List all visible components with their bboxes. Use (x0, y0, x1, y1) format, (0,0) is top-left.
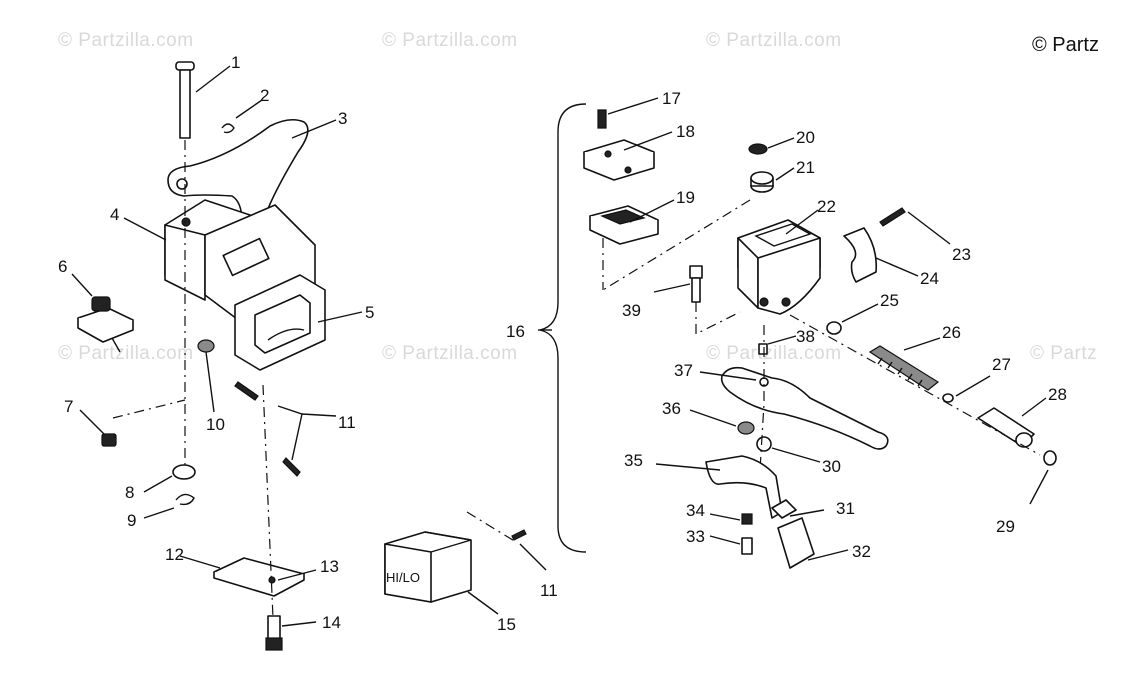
callout: 28 (1048, 385, 1067, 404)
watermark: © Partzilla.com (58, 343, 194, 364)
callout: 7 (64, 397, 73, 416)
callout: 38 (796, 327, 815, 346)
part-35-bracket (705, 455, 783, 519)
part-7-nut (101, 433, 117, 447)
callout: 11 (338, 413, 356, 432)
callout: 22 (817, 197, 836, 216)
part-31-switch (771, 499, 797, 519)
part-22-master-cylinder (737, 219, 821, 315)
callout: 37 (674, 361, 693, 380)
callout: 3 (338, 109, 347, 128)
copyright-text: © Partz (1032, 34, 1099, 56)
callout: 30 (822, 457, 841, 476)
part-27-washer (942, 393, 954, 403)
part-20-seal (748, 143, 768, 155)
part-30-nut (756, 436, 772, 452)
callout: 36 (662, 399, 681, 418)
part-15-switch: HI/LO (384, 531, 472, 603)
callout: 8 (125, 483, 134, 502)
part-8-washer (172, 464, 196, 480)
part-2-clip (221, 123, 235, 134)
callout: 32 (852, 542, 871, 561)
watermark: © Partz (1030, 343, 1098, 364)
part-23-screw (879, 207, 906, 227)
part-18-cap (583, 139, 655, 181)
assembly-brace (539, 103, 587, 553)
part-32-tag (777, 517, 815, 569)
callout: 27 (992, 355, 1011, 374)
callout: 39 (622, 301, 641, 320)
callout: 9 (127, 511, 136, 530)
part-19-diaphragm (589, 205, 659, 245)
part-5-boot (234, 274, 326, 371)
part-21-bushing (750, 171, 774, 193)
watermark: © Partzilla.com (382, 343, 518, 364)
part-24-clamp (843, 227, 878, 283)
switch-label: HI/LO (386, 570, 420, 585)
callout: 14 (322, 613, 341, 632)
part-1-pin (175, 61, 195, 139)
part-39-bolt (689, 265, 703, 303)
callout: 13 (320, 557, 339, 576)
part-33-screw (741, 537, 753, 555)
part-14-bolt (265, 615, 283, 651)
part-6-button (77, 296, 134, 353)
watermark: © Partzilla.com (58, 30, 194, 51)
callout: 23 (952, 245, 971, 264)
callout: 19 (676, 188, 695, 207)
callout: 10 (206, 415, 225, 434)
callout: 25 (880, 291, 899, 310)
callout: 26 (942, 323, 961, 342)
part-17-screw (597, 109, 607, 129)
callout: 16 (506, 322, 525, 341)
callout: 17 (662, 89, 681, 108)
part-26-boot (868, 345, 940, 391)
callout: 18 (676, 122, 695, 141)
watermark: © Partzilla.com (706, 30, 842, 51)
watermark: © Partzilla.com (706, 343, 842, 364)
part-25-washer (826, 321, 842, 335)
part-12-13-plate (213, 557, 305, 597)
callout: 29 (996, 517, 1015, 536)
part-3-lever (167, 118, 309, 232)
part-34-nut (741, 513, 753, 525)
part-10-grommet (197, 339, 215, 353)
callout: 12 (165, 545, 184, 564)
callout: 21 (796, 158, 815, 177)
part-36-spacer (737, 421, 755, 435)
part-9-eclip (175, 493, 195, 506)
callout: 33 (686, 527, 705, 546)
part-38-pin (758, 343, 768, 355)
callout: 34 (686, 501, 705, 520)
callout: 5 (365, 303, 374, 322)
part-37-brake-lever (720, 366, 889, 450)
callout: 31 (836, 499, 855, 518)
callout: 24 (920, 269, 939, 288)
callout: 11 (540, 581, 558, 600)
callout: 20 (796, 128, 815, 147)
callout: 2 (260, 86, 269, 105)
callout: 1 (231, 53, 240, 72)
callout: 35 (624, 451, 643, 470)
callout: 4 (110, 205, 119, 224)
callout: 6 (58, 257, 67, 276)
part-29-clip (1043, 450, 1057, 466)
part-11-screw (234, 381, 301, 477)
callout: 15 (497, 615, 516, 634)
watermark: © Partzilla.com (382, 30, 518, 51)
